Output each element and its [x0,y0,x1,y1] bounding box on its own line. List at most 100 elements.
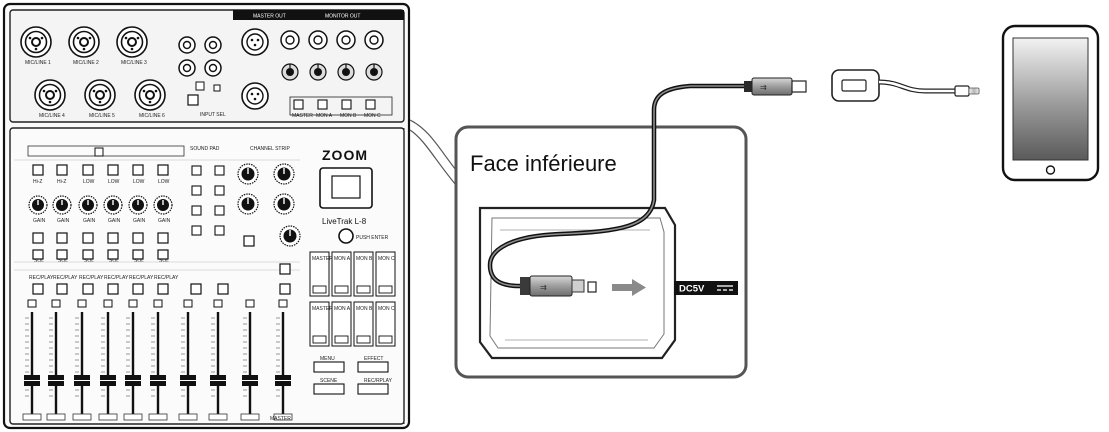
mode-button[interactable]: MENU [313,356,345,373]
line-jack[interactable] [178,36,196,54]
master-rec-button[interactable] [279,263,291,275]
hiz-button[interactable] [157,164,169,176]
solo-button[interactable] [56,249,68,260]
line-jack[interactable] [204,59,222,77]
gain-knob[interactable] [28,195,48,215]
sound-pad-button[interactable] [191,165,202,176]
xlr-output[interactable] [241,82,269,110]
mode-button[interactable]: EFFECT [357,356,389,373]
level-knob[interactable] [281,63,299,81]
sol-label: SOL [84,258,94,264]
gain-knob[interactable] [78,195,98,215]
fader[interactable] [273,299,293,421]
fader[interactable] [46,299,66,421]
fader[interactable] [22,299,42,421]
strip-select-button[interactable] [243,235,255,247]
fader[interactable] [72,299,92,421]
combo-jack[interactable]: MIC/LINE 2 [68,26,100,66]
rec-play-button[interactable] [82,283,94,295]
eq-knob[interactable] [237,193,259,215]
fader[interactable] [208,299,228,421]
fader[interactable] [178,299,198,421]
gain-knob[interactable] [103,195,123,215]
monitor-select-button[interactable]: MON A [331,301,352,347]
sound-pad-button[interactable] [191,185,202,196]
eq-knob[interactable] [279,225,301,247]
monitor-out-jack[interactable] [364,30,384,50]
channel-button[interactable] [132,232,144,244]
rec-play-button[interactable] [32,283,44,295]
sound-pad-button[interactable] [214,205,225,216]
gain-knob[interactable] [128,195,148,215]
combo-jack[interactable]: MIC/LINE 3 [116,26,148,66]
monitor-select-button[interactable]: MASTER [309,301,333,347]
monitor-select-button[interactable]: MASTER [309,251,333,297]
monitor-select-button[interactable]: MON B [353,301,374,347]
monitor-select-button[interactable]: MON C [375,301,396,347]
channel-button[interactable] [32,232,44,244]
sound-pad-button[interactable] [214,225,225,236]
sound-pad-button[interactable] [214,165,225,176]
monitor-out-jack[interactable] [280,30,300,50]
eq-knob[interactable] [237,163,259,185]
sound-pad-button[interactable] [191,225,202,236]
fader[interactable] [148,299,168,421]
xlr-output[interactable] [241,28,269,56]
rec-play-button[interactable] [107,283,119,295]
mode-button[interactable]: REC/RPLAY [357,378,393,395]
gain-knob[interactable] [153,195,173,215]
level-knob[interactable] [337,63,355,81]
mode-button[interactable]: SCENE [313,378,345,395]
enter-knob[interactable] [338,228,354,244]
level-knob[interactable] [309,63,327,81]
home-button[interactable] [1045,165,1056,175]
master-play-button[interactable] [279,283,291,295]
channel-button[interactable] [157,232,169,244]
fader[interactable] [240,299,260,421]
solo-button[interactable] [132,249,144,260]
rec-play-button[interactable] [190,283,202,295]
combo-jack[interactable]: MIC/LINE 5 [84,79,116,119]
rec-play-button[interactable] [56,283,68,295]
monitor-out-jack[interactable] [308,30,328,50]
hiz-button[interactable] [107,164,119,176]
channel-button[interactable] [82,232,94,244]
sol-label: SOL [34,258,44,264]
combo-jack[interactable]: MIC/LINE 6 [134,79,166,119]
hiz-button[interactable] [56,164,68,176]
level-knob[interactable] [365,63,383,81]
fader[interactable] [98,299,118,421]
hiz-button[interactable] [132,164,144,176]
rec-play-button[interactable] [217,283,229,295]
rear-out-button[interactable]: MASTER [292,99,313,119]
combo-jack[interactable]: MIC/LINE 1 [20,26,52,66]
line-jack[interactable] [204,36,222,54]
hiz-button[interactable] [32,164,44,176]
solo-button[interactable] [32,249,44,260]
sound-pad-button[interactable] [191,205,202,216]
monitor-select-button[interactable]: MON A [331,251,352,297]
channel-button[interactable] [56,232,68,244]
rec-play-label: REC/PLAY [79,275,104,281]
eq-knob[interactable] [273,163,295,185]
line-jack[interactable] [178,59,196,77]
rear-out-button[interactable]: MON C [364,99,381,119]
fader[interactable] [123,299,143,421]
rear-out-button[interactable]: MON A [316,99,333,119]
solo-button[interactable] [157,249,169,260]
input-sel-button[interactable] [187,94,199,106]
solo-button[interactable] [82,249,94,260]
combo-jack[interactable]: MIC/LINE 4 [34,79,66,119]
hiz-button[interactable] [82,164,94,176]
channel-button[interactable] [107,232,119,244]
monitor-select-button[interactable]: MON B [353,251,374,297]
monitor-select-button[interactable]: MON C [375,251,396,297]
solo-button[interactable] [107,249,119,260]
rec-play-button[interactable] [157,283,169,295]
gain-knob[interactable] [52,195,72,215]
monitor-out-jack[interactable] [336,30,356,50]
sound-pad-button[interactable] [214,185,225,196]
rec-play-button[interactable] [132,283,144,295]
rear-out-button[interactable]: MON B [340,99,357,119]
eq-knob[interactable] [273,193,295,215]
